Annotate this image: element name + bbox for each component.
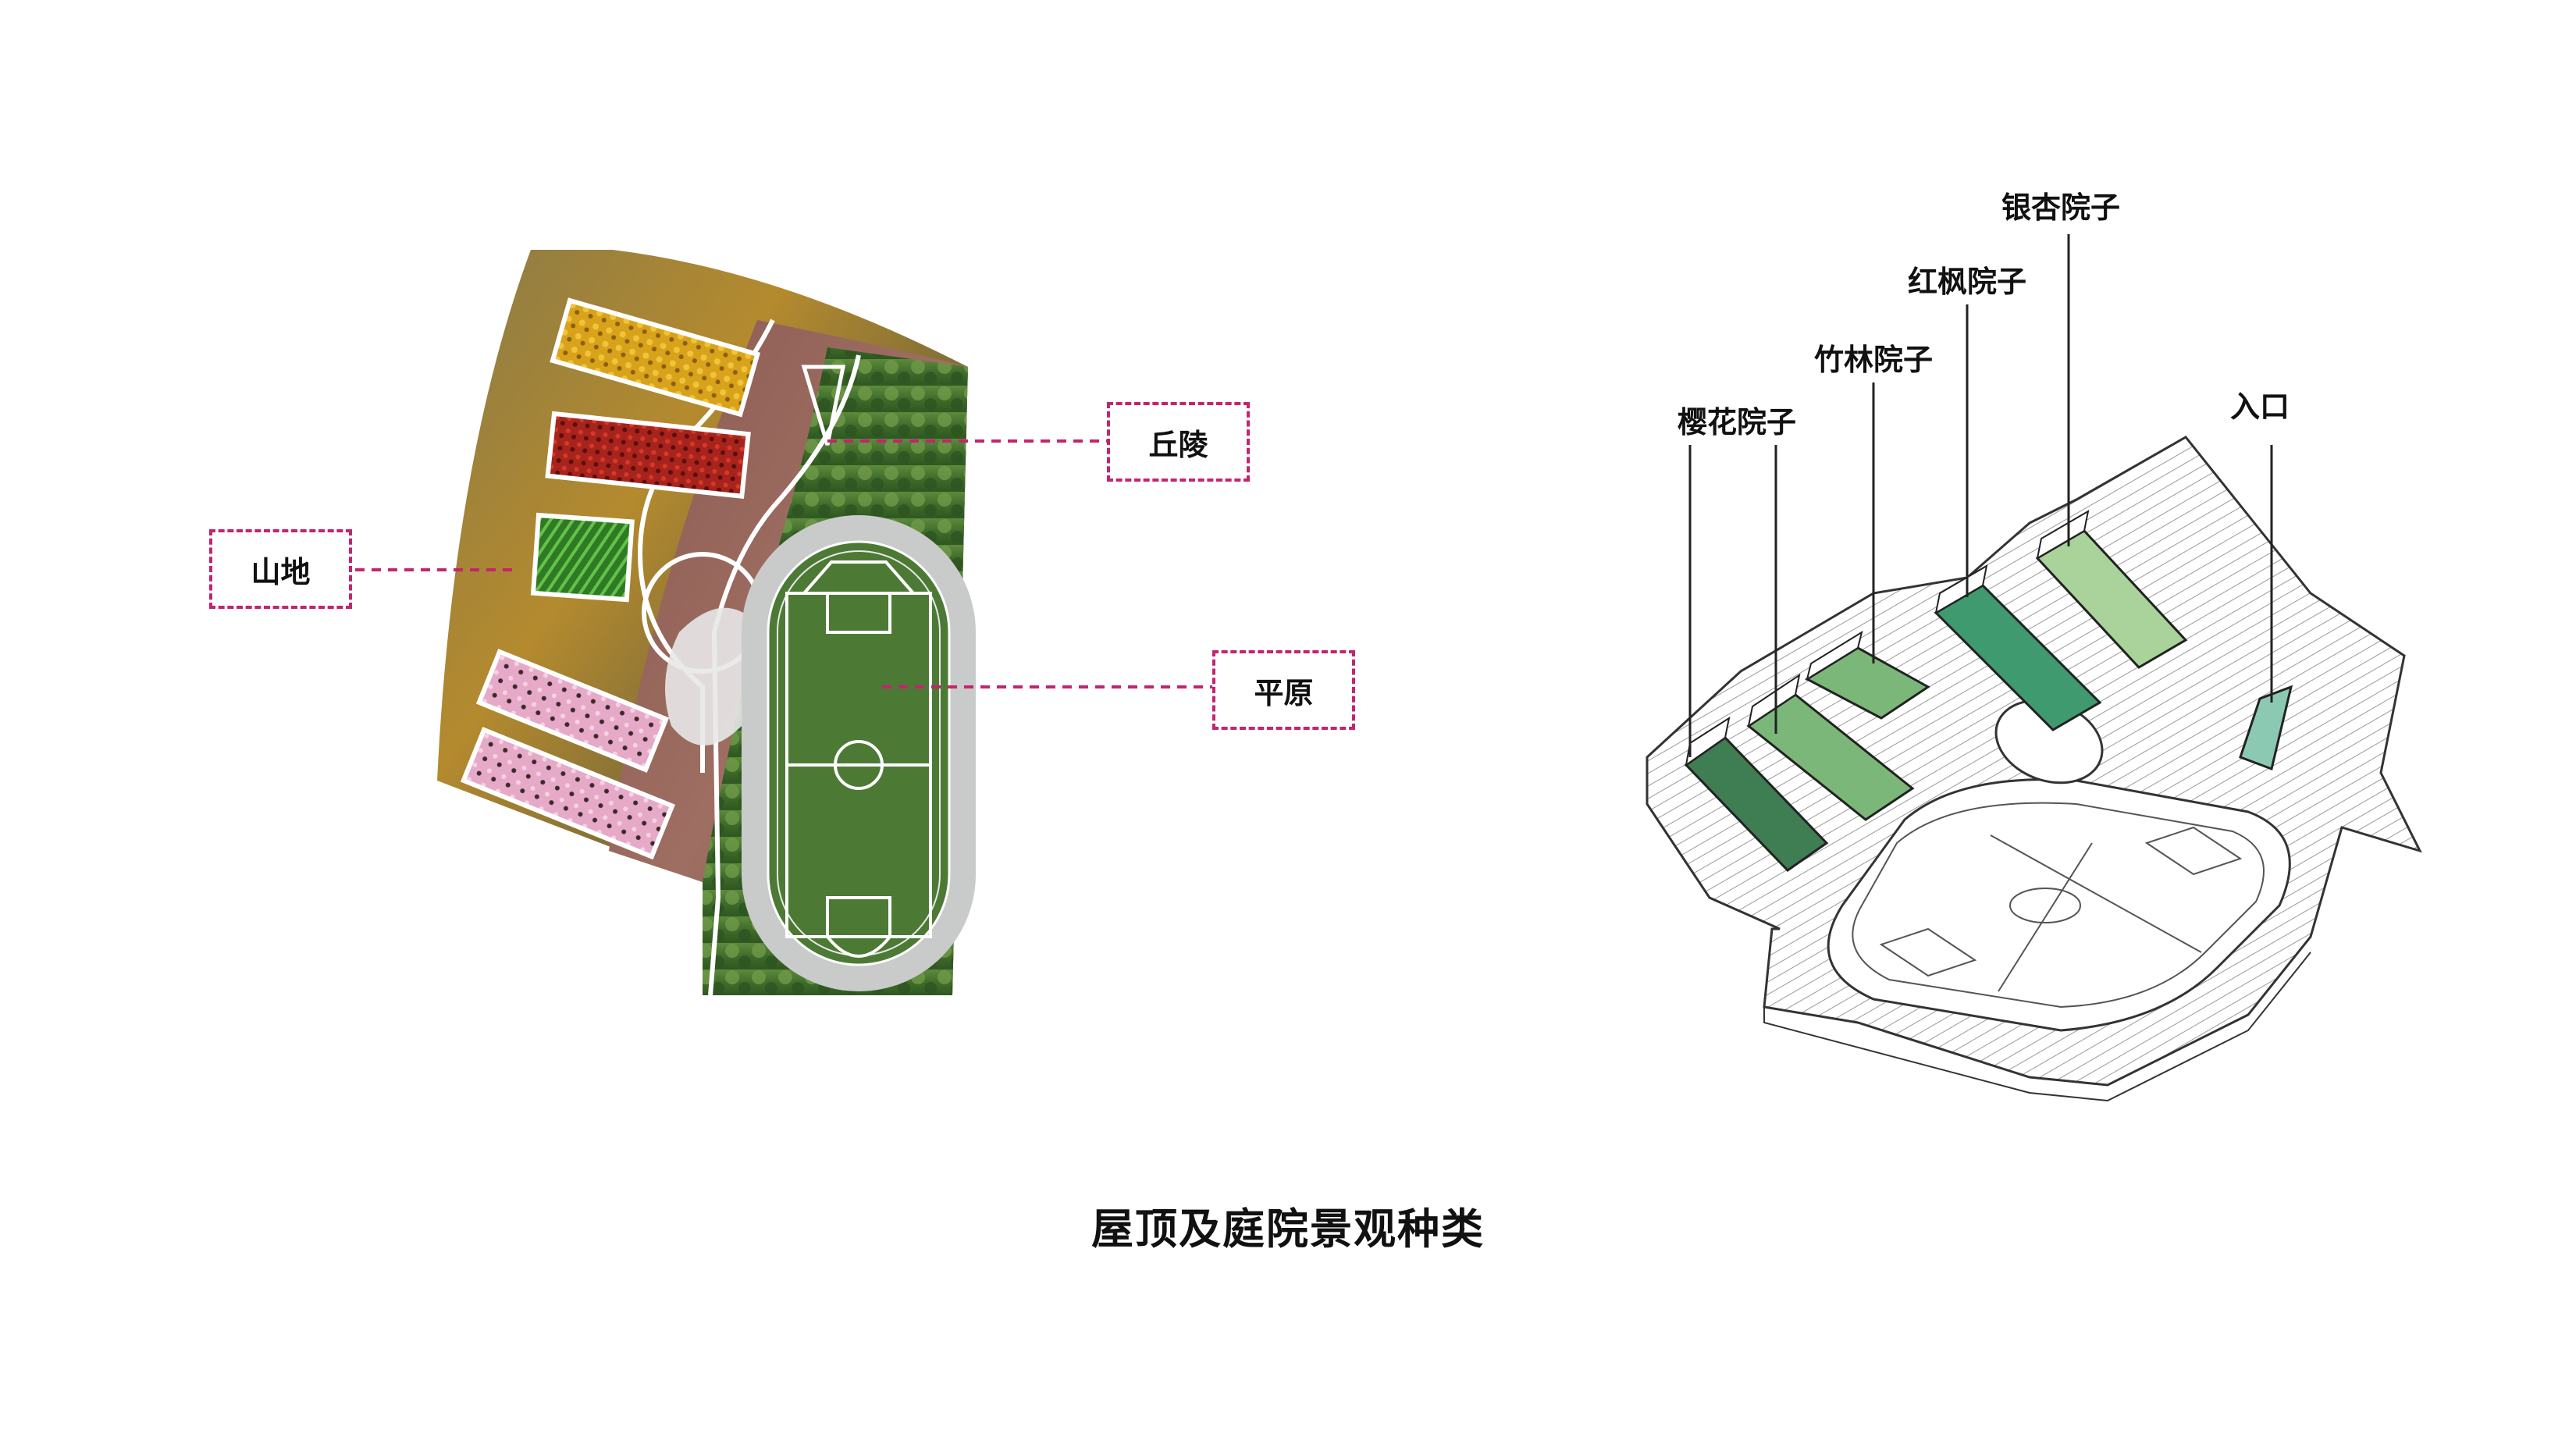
- bamboo-courtyard-top: [1747, 673, 1801, 728]
- leader-lines: [1688, 234, 2273, 757]
- site-plan: [406, 226, 1030, 1023]
- axon-diagram: [1624, 156, 2482, 1116]
- callout-mountain: 山地: [209, 529, 352, 609]
- entrance-block: [2239, 685, 2293, 771]
- figure-caption: 屋顶及庭院景观种类: [1091, 1204, 1485, 1254]
- sakura-strip-1: [475, 649, 670, 773]
- running-track: [742, 515, 976, 991]
- slab-edge: [1763, 952, 2311, 1102]
- callout-mountain-label: 山地: [251, 554, 311, 589]
- label-entrance: 入口: [2229, 390, 2290, 424]
- bamboo-strip: [530, 512, 635, 603]
- ginkgo-strip: [550, 297, 761, 418]
- sakura-courtyard-top: [1685, 716, 1731, 767]
- small-courtyard-top: [1806, 630, 1863, 681]
- label-ginkgo-courtyard: 银杏院子: [2001, 190, 2121, 225]
- callout-hill: 丘陵: [1107, 402, 1250, 482]
- label-maple-courtyard: 红枫院子: [1907, 265, 2027, 299]
- label-bamboo-courtyard: 竹林院子: [1813, 343, 1934, 377]
- axon-graphic: [1646, 234, 2422, 1102]
- site-plan-graphic: [437, 250, 976, 996]
- maple-strip: [545, 411, 751, 499]
- callout-plain: 平原: [1212, 650, 1355, 730]
- sakura-strip-2: [460, 727, 675, 860]
- label-sakura-courtyard: 樱花院子: [1677, 405, 1797, 439]
- callout-plain-label: 平原: [1254, 675, 1314, 710]
- rock: [665, 607, 760, 745]
- triangle-marker: [801, 365, 846, 446]
- football-field: [785, 560, 932, 958]
- zone-boundary: [708, 354, 861, 996]
- callout-hill-label: 丘陵: [1148, 427, 1208, 462]
- sports-field: [1827, 778, 2291, 1032]
